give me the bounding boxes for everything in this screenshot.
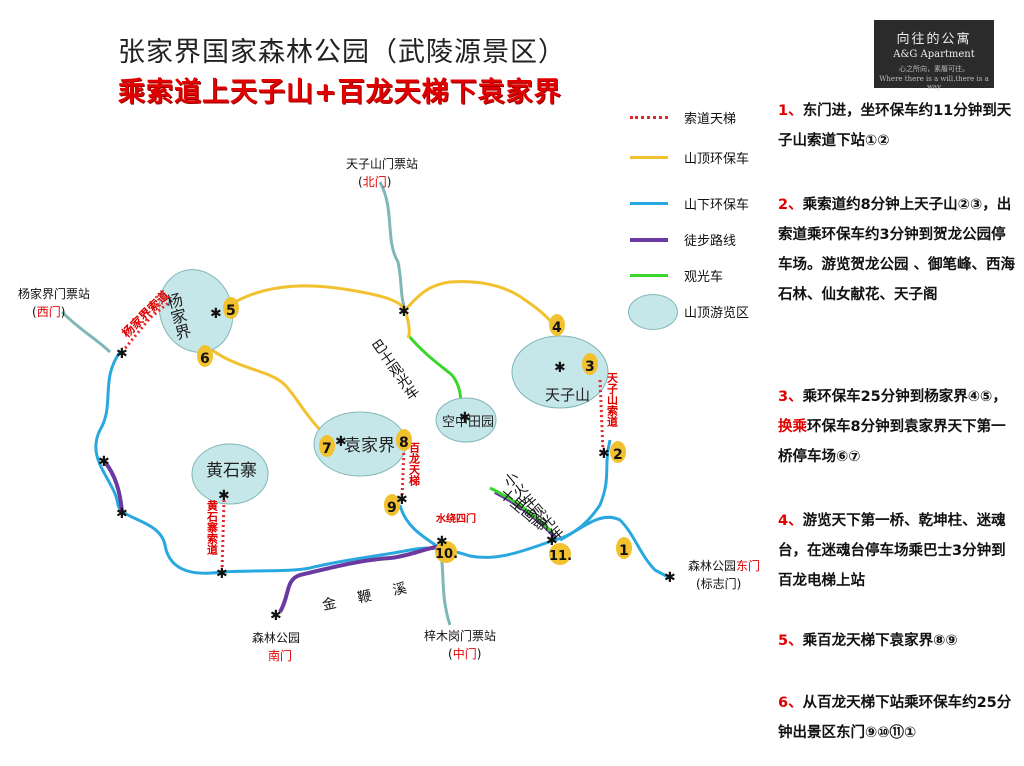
- stop-1-label: 1: [619, 543, 629, 559]
- star-icon: ✱: [98, 454, 110, 470]
- gate-south-name: 森林公园: [252, 630, 300, 645]
- cable-tianzi: [598, 379, 605, 453]
- logo-name: 向往的公寓: [896, 32, 972, 47]
- star-icon: ✱: [396, 492, 408, 508]
- stop-4[interactable]: [549, 314, 565, 336]
- star-icon: ✱: [116, 506, 128, 522]
- stop-6[interactable]: [197, 345, 213, 367]
- logo-slogan-cn: 心之所向，素履可往。: [899, 65, 969, 73]
- sightseeing-train: [489, 486, 554, 534]
- logo-english: A&G Apartment: [893, 49, 975, 60]
- gate-east-note: (标志门): [696, 576, 741, 591]
- page-title: 张家界国家森林公园（武陵源景区）: [118, 37, 566, 68]
- top-bus-route: [211, 280, 562, 442]
- logo-slogan-en: Where there is a will,there is a way: [879, 75, 989, 91]
- star-markers: ✱ ✱ ✱ ✱ ✱ ✱ ✱ ✱ ✱ ✱ ✱ ✱ ✱ ✱ ✱ ✱: [98, 304, 676, 624]
- stop-7-label: 7: [322, 441, 332, 457]
- star-icon: ✱: [554, 360, 566, 376]
- gate-east-name: 森林公园东门: [688, 558, 760, 573]
- cable-label-huangshizhai: 黄石寨索道: [206, 499, 220, 556]
- cable-bailong: [400, 447, 406, 501]
- area-huangshizhai: [191, 443, 269, 505]
- stop-7[interactable]: [319, 435, 335, 457]
- stop-9-label: 9: [387, 500, 397, 516]
- gate-middle-name: 梓木岗门票站: [424, 628, 496, 643]
- gate-north-tag: (北门): [358, 174, 391, 189]
- hiking-west: [103, 460, 124, 513]
- sightseeing-bus: [406, 334, 463, 411]
- stop-11[interactable]: [549, 543, 571, 565]
- bottom-bus-bailong: [398, 504, 441, 550]
- route-label-stream: 金鞭溪: [321, 576, 430, 614]
- route-label-bus: 巴士观光车: [368, 337, 421, 404]
- star-icon: ✱: [218, 488, 230, 504]
- stop-markers: 1 2 3 4 5 6 7 8 9 10. 11.: [197, 297, 632, 565]
- stop-5[interactable]: [223, 297, 239, 319]
- star-icon: ✱: [436, 534, 448, 550]
- gate-west-tag: (西门): [32, 304, 65, 319]
- step-2: 2、乘索道约8分钟上天子山②③，出索道乘环保车约3分钟到贺龙公园停车场。游览贺龙…: [778, 197, 1016, 303]
- star-icon: ✱: [598, 446, 610, 462]
- map-legend: 索道天梯 山顶环保车 山下环保车 徒步路线 观光车 山顶游览区: [620, 102, 780, 342]
- stop-10[interactable]: [435, 541, 457, 563]
- star-icon: ✱: [459, 410, 471, 426]
- step-3: 3、乘环保车25分钟到杨家界④⑤，换乘环保车8分钟到袁家界天下第一桥停车场⑥⑦: [778, 389, 1007, 465]
- stop-11-label: 11.: [549, 549, 572, 564]
- gate-shuirao: 水绕四门: [435, 512, 476, 525]
- hiking-stream: [278, 544, 443, 614]
- step-6: 6、从百龙天梯下站乘环保车约25分钟出景区东门⑨⑩⑪①: [778, 695, 1012, 741]
- step-4: 4、游览天下第一桥、乾坤柱、迷魂台，在迷魂台停车场乘巴士3分钟到百龙电梯上站: [778, 513, 1006, 589]
- brand-logo: 向往的公寓 A&G Apartment 心之所向，素履可往。 Where the…: [874, 20, 994, 91]
- stop-8[interactable]: [396, 429, 412, 451]
- star-icon: ✱: [335, 434, 347, 450]
- cable-label-bailong: 百龙天梯: [408, 442, 422, 487]
- stop-3[interactable]: [582, 353, 598, 375]
- step-1: 1、东门进，坐环保车约11分钟到天子山索道下站①②: [778, 103, 1012, 149]
- stop-4-label: 4: [552, 320, 562, 336]
- cable-label-tianzi: 天子山索道: [606, 372, 619, 428]
- river-west: [60, 310, 112, 354]
- star-icon: ✱: [216, 566, 228, 582]
- stop-9[interactable]: [384, 494, 400, 516]
- star-icon: ✱: [664, 570, 676, 586]
- stop-6-label: 6: [200, 351, 210, 367]
- area-name-yuanjiajie: 袁家界: [344, 436, 395, 456]
- page-subtitle: 乘索道上天子山+百龙天梯下袁家界: [118, 77, 562, 108]
- star-icon: ✱: [546, 533, 558, 549]
- river-north: [378, 181, 407, 311]
- stop-10-label: 10.: [435, 547, 458, 562]
- star-icon: ✱: [210, 306, 222, 322]
- stop-3-label: 3: [585, 359, 595, 375]
- bottom-bus-route: [94, 351, 671, 580]
- area-name-tianzishan: 天子山: [545, 386, 590, 404]
- stop-2[interactable]: [610, 441, 626, 463]
- area-name-huangshizhai: 黄石寨: [206, 461, 257, 481]
- area-tianzishan: [511, 335, 609, 409]
- stop-5-label: 5: [226, 303, 236, 319]
- stop-8-label: 8: [399, 435, 409, 451]
- gate-west-name: 杨家界门票站: [18, 286, 90, 301]
- star-icon: ✱: [116, 346, 128, 362]
- area-kongzhongtianyuan: [435, 397, 497, 443]
- star-icon: ✱: [270, 608, 282, 624]
- cable-huangshizhai: [220, 499, 226, 573]
- step-5: 5、乘百龙天梯下袁家界⑧⑨: [778, 633, 958, 649]
- star-icon: ✱: [398, 304, 410, 320]
- stop-2-label: 2: [613, 447, 623, 463]
- area-name-kongzhongtianyuan: 空中田园: [442, 415, 494, 430]
- gate-north-name: 天子山门票站: [346, 156, 418, 171]
- gate-middle-tag: (中门): [448, 646, 481, 661]
- gate-south-tag: 南门: [268, 648, 292, 663]
- stop-1[interactable]: [616, 537, 632, 559]
